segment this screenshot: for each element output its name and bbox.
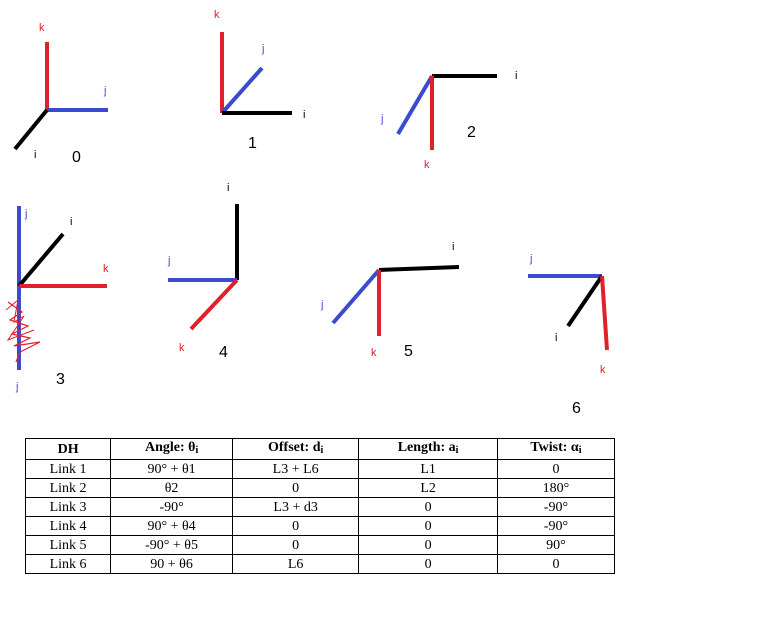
dh-header-cell: Twist: αi (496, 438, 616, 460)
frame-2-j-axis (396, 74, 434, 136)
frame-1-number: 1 (248, 135, 257, 152)
frame-3-k-label: k (103, 263, 109, 275)
frame-1: k j i 1 (214, 9, 305, 152)
frame-5-j-label: j (320, 299, 323, 311)
frame-6-number: 6 (572, 400, 581, 417)
frame-2-k-label: k (424, 159, 430, 171)
frame-3-j2-label: j (15, 381, 18, 393)
table-cell: Link 2 (24, 478, 112, 498)
frame-6-i-label: i (555, 332, 557, 344)
table-cell: 0 (496, 459, 616, 479)
table-cell: 90° (496, 535, 616, 555)
frame-3-i-axis (17, 232, 65, 288)
table-cell: 0 (358, 554, 498, 574)
frame-0-j-label: j (103, 85, 106, 97)
frame-6-k-axis (600, 275, 609, 351)
frame-6-k-label: k (600, 364, 606, 376)
frame-3-j-label: j (24, 208, 27, 220)
dh-parameter-table: DH Angle: θi Offset: di Length: ai Twist… (24, 438, 616, 574)
table-cell: Link 3 (24, 497, 112, 517)
frame-3-number: 3 (56, 371, 65, 388)
frame-2-i-label: i (515, 70, 517, 82)
frame-6: j i k 6 (528, 253, 609, 417)
table-cell: L6 (231, 554, 360, 574)
table-cell: Link 4 (24, 516, 112, 536)
table-cell: 0 (496, 554, 616, 574)
frame-1-j-axis (220, 66, 264, 115)
frame-4-number: 4 (219, 344, 228, 361)
table-row: Link 3 -90° L3 + d3 0 -90° (24, 497, 616, 517)
dh-header-cell: DH (24, 438, 112, 460)
frame-5: i j k 5 (320, 241, 460, 360)
table-cell: 90° + θ4 (110, 516, 233, 536)
dh-header-row: DH Angle: θi Offset: di Length: ai Twist… (24, 438, 616, 460)
dh-header-cell: Offset: di (231, 438, 360, 460)
dh-header-cell: Angle: θi (110, 438, 233, 460)
table-cell: L2 (358, 478, 498, 498)
frame-0: k j i 0 (13, 22, 108, 166)
table-row: Link 4 90° + θ4 0 0 -90° (24, 516, 616, 536)
frame-0-k-label: k (39, 22, 45, 34)
table-cell: -90° (496, 497, 616, 517)
table-cell: -90° (110, 497, 233, 517)
table-cell: 0 (231, 535, 360, 555)
dh-header-cell: Length: ai (358, 438, 498, 460)
table-cell: 90° + θ1 (110, 459, 233, 479)
table-cell: 0 (231, 478, 360, 498)
frame-0-i-axis (13, 108, 49, 151)
frame-0-number: 0 (72, 149, 81, 166)
frame-4-k-label: k (179, 342, 185, 354)
frame-4-i-label: i (227, 182, 229, 194)
frame-2-j-label: j (380, 113, 383, 125)
frame-3-scribble-2 (5, 298, 35, 342)
table-cell: L3 + d3 (231, 497, 360, 517)
table-cell: 0 (358, 516, 498, 536)
frame-1-i-label: i (303, 109, 305, 121)
table-cell: Link 1 (24, 459, 112, 479)
frame-0-i-label: i (34, 149, 36, 161)
table-cell: L1 (358, 459, 498, 479)
frame-4: i j k 4 (167, 182, 239, 361)
table-cell: L3 + L6 (231, 459, 360, 479)
table-row: Link 5 -90° + θ5 0 0 90° (24, 535, 616, 555)
frame-4-j-label: j (167, 255, 170, 267)
frame-2: i j k 2 (380, 70, 517, 171)
table-cell: 0 (231, 516, 360, 536)
frame-5-k-label: k (371, 347, 377, 359)
table-cell: 90 + θ6 (110, 554, 233, 574)
frame-3-scribble (7, 301, 41, 363)
frame-6-i-axis (566, 274, 604, 328)
table-cell: -90° (496, 516, 616, 536)
frame-5-j-axis (331, 268, 381, 325)
frame-5-number: 5 (404, 343, 413, 360)
frame-3: j i k j 3 (5, 206, 109, 393)
frame-1-j-label: j (261, 43, 264, 55)
table-cell: 0 (358, 535, 498, 555)
frame-5-i-label: i (452, 241, 454, 253)
frame-4-k-axis (189, 278, 239, 331)
table-row: Link 1 90° + θ1 L3 + L6 L1 0 (24, 459, 616, 479)
table-row: Link 6 90 + θ6 L6 0 0 (24, 554, 616, 574)
table-cell: 0 (358, 497, 498, 517)
frame-3-i-label: i (70, 216, 72, 228)
table-cell: Link 5 (24, 535, 112, 555)
table-cell: 180° (496, 478, 616, 498)
coordinate-frames-diagram: k j i 0 k j i 1 i j k 2 j i k j 3 (5, 9, 609, 417)
table-cell: -90° + θ5 (110, 535, 233, 555)
table-cell: Link 6 (24, 554, 112, 574)
frame-5-i-axis (378, 265, 460, 272)
table-row: Link 2 θ2 0 L2 180° (24, 478, 616, 498)
table-cell: θ2 (110, 478, 233, 498)
frame-2-number: 2 (467, 124, 476, 141)
frame-6-j-label: j (529, 253, 532, 265)
frame-1-k-label: k (214, 9, 220, 21)
